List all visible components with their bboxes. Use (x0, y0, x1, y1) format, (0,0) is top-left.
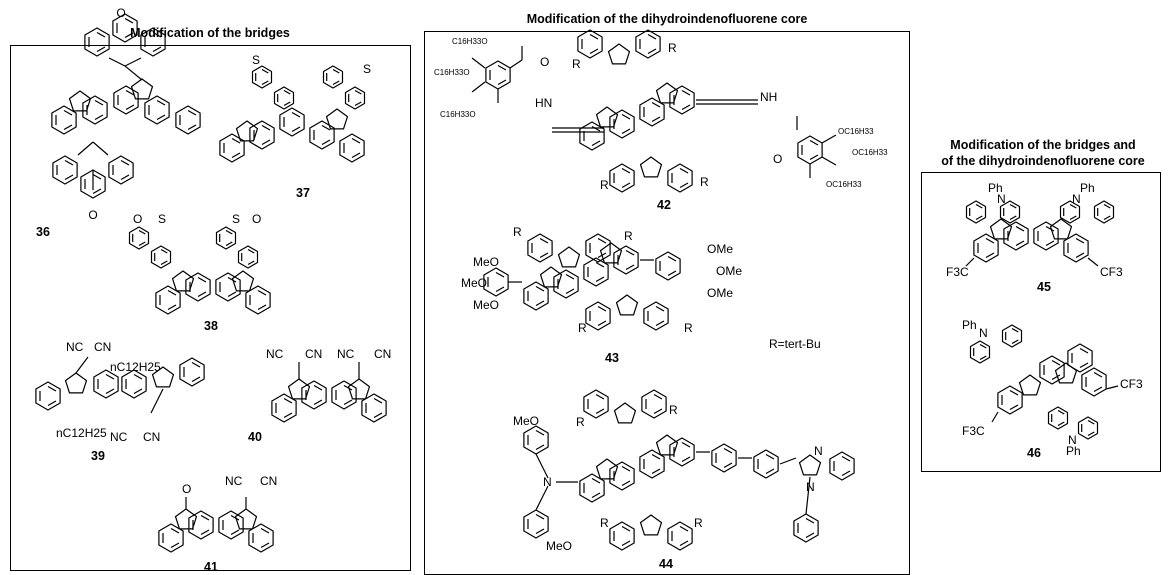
atom-39-alkyl-2: nC12H25 (56, 426, 107, 440)
atom-39-cn-1: CN (94, 340, 111, 354)
cf3-45: CF3 (1100, 265, 1123, 279)
compound-43 (483, 233, 681, 331)
f3c-45: F3C (946, 265, 969, 279)
compound-number-40: 40 (248, 430, 262, 444)
compound-39 (35, 356, 205, 414)
compound-number-44: 44 (659, 557, 673, 571)
chain-42-right-1: OC16H33 (838, 127, 874, 136)
atom-44-n: N (543, 475, 552, 489)
compound-number-45: 45 (1037, 280, 1051, 294)
atom-42-amide-o-right: O (773, 152, 782, 166)
meo-44-2: MeO (546, 539, 572, 553)
compound-number-41: 41 (204, 560, 218, 574)
atom-38-o-1: O (133, 212, 142, 226)
panel-title-bridges: Modification of the bridges (130, 26, 290, 40)
atom-40-nc-1: NC (266, 347, 284, 361)
ph-45-2: Ph (1080, 181, 1095, 195)
compound-number-37: 37 (296, 186, 310, 200)
ome-43-3: OMe (707, 286, 733, 300)
panel-bridges (10, 45, 411, 571)
atom-37-s-right: S (363, 62, 371, 76)
chain-42-right-2: OC16H33 (852, 148, 888, 157)
atom-44-n-amine: N (806, 480, 815, 494)
r-42-2: R (668, 41, 677, 55)
atom-41-cn: CN (260, 474, 277, 488)
atom-42-amide-o-left: O (540, 55, 549, 69)
atom-46-n-2: N (1068, 433, 1077, 447)
panel-title-both-line1: Modification of the bridges and (950, 138, 1136, 152)
r-42-4: R (700, 175, 709, 189)
atom-38-o-2: O (252, 212, 261, 226)
ome-43-1: OMe (707, 242, 733, 256)
r-definition-note: R=tert-Bu (769, 337, 821, 351)
atom-39-nc-2: NC (110, 430, 128, 444)
compound-42 (471, 29, 837, 193)
compound-46 (969, 324, 1119, 440)
cf3-46: CF3 (1120, 377, 1143, 391)
atom-41-nc: NC (225, 474, 243, 488)
compound-38 (128, 226, 271, 315)
r-42-1: R (572, 57, 581, 71)
chain-42-left-2: C16H33O (434, 68, 470, 77)
compound-number-43: 43 (605, 351, 619, 365)
atom-40-cn-1: CN (305, 347, 322, 361)
atom-38-s-right: S (232, 212, 240, 226)
ph-45-1: Ph (988, 181, 1003, 195)
ph-46-2: Ph (1066, 444, 1081, 458)
f3c-46: F3C (962, 424, 985, 438)
atom-39-cn-2: CN (143, 430, 160, 444)
atom-41-o: O (182, 482, 191, 496)
r-42-3: R (600, 178, 609, 192)
atom-36-o-top: O (116, 6, 125, 20)
meo-43-1: MeO (473, 255, 499, 269)
compound-44 (523, 389, 855, 551)
compound-number-39: 39 (91, 449, 105, 463)
atom-40-cn-2: CN (374, 347, 391, 361)
r-44-2: R (669, 403, 678, 417)
atom-46-n-1: N (979, 326, 988, 340)
r-43-1: R (513, 225, 522, 239)
chain-42-left-1: C16H33O (452, 37, 488, 46)
atom-37-s-left: S (252, 53, 260, 67)
r-43-2: R (624, 229, 633, 243)
r-43-4: R (684, 321, 693, 335)
atom-39-alkyl-1: nC12H25 (110, 360, 161, 374)
r-43-3: R (578, 321, 587, 335)
chain-42-left-3: C16H33O (440, 110, 476, 119)
meo-43-3: MeO (473, 298, 499, 312)
panel-title-core: Modification of the dihydroindenofluoren… (526, 12, 808, 26)
atom-42-nh-right: NH (760, 90, 777, 104)
r-44-4: R (694, 516, 703, 530)
compound-36 (51, 13, 201, 199)
r-44-1: R (576, 415, 585, 429)
atom-36-o-bottom: O (88, 208, 97, 222)
r-44-3: R (600, 516, 609, 530)
atom-45-n-2: N (1072, 192, 1081, 206)
atom-44-n-imine: N (814, 444, 823, 458)
atom-42-nh-left: HN (535, 96, 552, 110)
meo-44-1: MeO (513, 414, 539, 428)
compound-40 (271, 362, 387, 423)
compound-37 (219, 65, 366, 163)
compound-number-38: 38 (204, 319, 218, 333)
ome-43-2: OMe (716, 264, 742, 278)
atom-38-s-left: S (158, 212, 166, 226)
compound-number-42: 42 (657, 198, 671, 212)
compound-41 (158, 497, 274, 553)
atom-39-nc-1: NC (66, 340, 84, 354)
compound-number-46: 46 (1027, 446, 1041, 460)
chain-42-right-3: OC16H33 (826, 180, 862, 189)
compound-number-36: 36 (36, 225, 50, 239)
ph-46-1: Ph (962, 318, 977, 332)
atom-40-nc-2: NC (337, 347, 355, 361)
atom-45-n-1: N (997, 192, 1006, 206)
meo-43-2: MeO (461, 276, 487, 290)
panel-both (921, 172, 1161, 472)
panel-title-both-line2: of the dihydroindenofluorene core (941, 154, 1145, 168)
compound-45 (965, 200, 1115, 267)
